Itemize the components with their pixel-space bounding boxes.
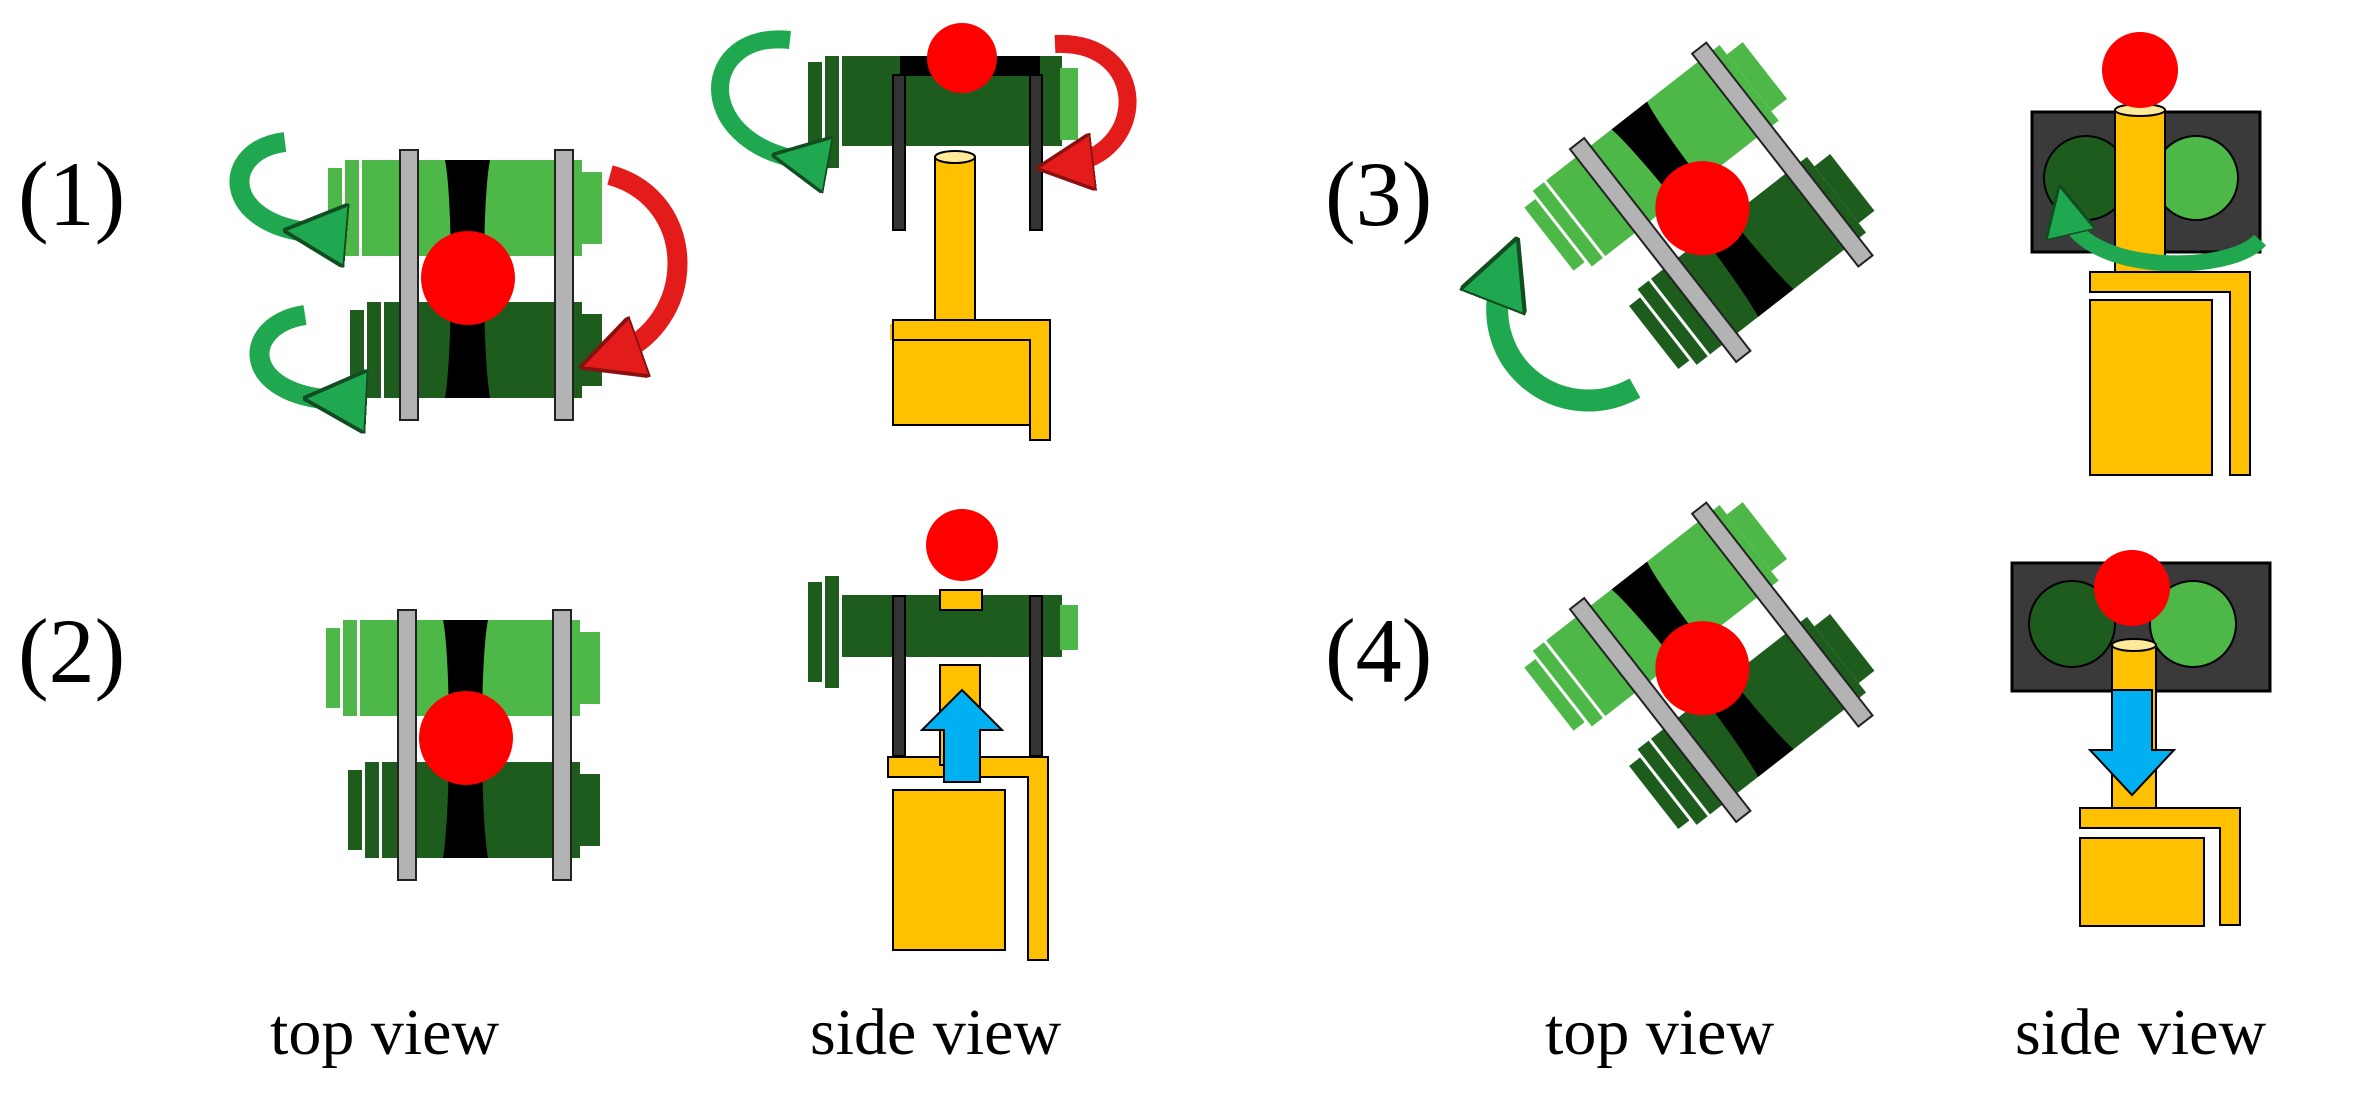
view-label-side-right: side view bbox=[2015, 996, 2267, 1069]
view-label-top-left: top view bbox=[270, 996, 500, 1069]
side-arrow-green bbox=[711, 30, 800, 160]
side-arrow-green-rotate bbox=[2065, 210, 2267, 272]
step-label-3: (3) bbox=[1325, 143, 1433, 245]
rotate-arrow-green-lower bbox=[249, 305, 335, 400]
side-arrow-red bbox=[1055, 34, 1137, 165]
rotate-arrow-green-ccw bbox=[1497, 270, 1641, 412]
view-label-top-right: top view bbox=[1545, 996, 1775, 1069]
rotate-arrow-green-upper bbox=[229, 132, 315, 233]
step4-top-view bbox=[1512, 483, 1897, 868]
step2-top-view bbox=[325, 609, 601, 881]
lower-down-arrow bbox=[2087, 689, 2177, 797]
step1-top-view bbox=[229, 132, 688, 420]
step-label-1: (1) bbox=[18, 143, 126, 245]
lift-up-arrow bbox=[919, 688, 1005, 783]
step3-top-view bbox=[1497, 23, 1897, 412]
step-label-4: (4) bbox=[1325, 600, 1433, 702]
step-label-2: (2) bbox=[18, 600, 126, 702]
step1-side-view bbox=[711, 23, 1137, 441]
rotate-arrow-red bbox=[610, 165, 688, 357]
step3-side-view bbox=[2030, 32, 2267, 476]
step2-side-view bbox=[808, 509, 1078, 961]
step4-side-view bbox=[2010, 550, 2272, 927]
view-label-side-left: side view bbox=[810, 996, 1062, 1069]
